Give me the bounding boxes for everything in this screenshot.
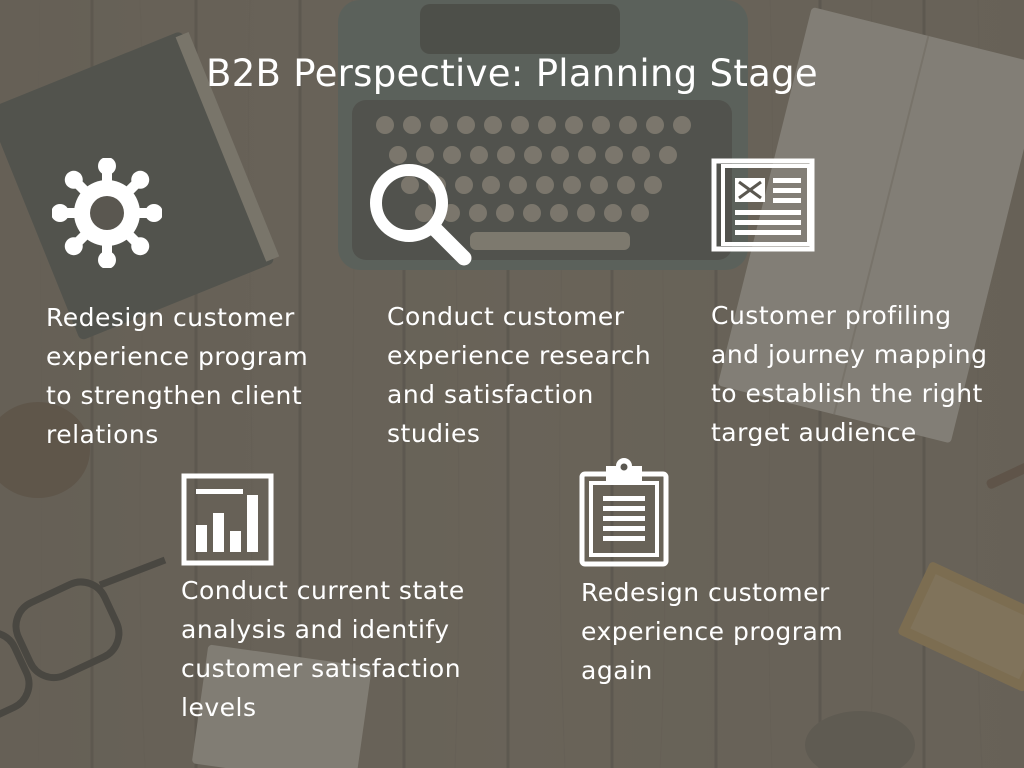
- magnifier-icon: [364, 158, 476, 270]
- gear-icon: [52, 158, 162, 268]
- text-line: Redesign customer: [581, 578, 830, 607]
- text-line: Conduct current state: [181, 576, 465, 605]
- text-line: and journey mapping: [711, 340, 988, 369]
- text-line: analysis and identify: [181, 615, 450, 644]
- newspaper-icon: [711, 158, 815, 252]
- text-line: experience program: [46, 342, 309, 371]
- item-redesign-program-text: Redesign customer experience program to …: [46, 298, 308, 454]
- item-redesign-again-text: Redesign customer experience program aga…: [581, 573, 843, 690]
- text-line: Conduct customer: [387, 302, 625, 331]
- item-research-text: Conduct customer experience research and…: [387, 297, 651, 453]
- text-line: to strengthen client: [46, 381, 303, 410]
- item-current-state-text: Conduct current state analysis and ident…: [181, 571, 465, 727]
- text-line: relations: [46, 420, 159, 449]
- text-line: Redesign customer: [46, 303, 295, 332]
- text-line: Customer profiling: [711, 301, 952, 330]
- text-line: experience research: [387, 341, 652, 370]
- clipboard-icon: [578, 458, 670, 568]
- text-line: again: [581, 656, 653, 685]
- text-line: customer satisfaction: [181, 654, 462, 683]
- item-profiling-text: Customer profiling and journey mapping t…: [711, 296, 987, 452]
- text-line: experience program: [581, 617, 844, 646]
- text-line: to establish the right: [711, 379, 983, 408]
- slide-title: B2B Perspective: Planning Stage: [206, 52, 818, 95]
- text-line: studies: [387, 419, 481, 448]
- text-line: target audience: [711, 418, 917, 447]
- bar-chart-icon: [181, 473, 274, 566]
- text-line: levels: [181, 693, 257, 722]
- text-line: and satisfaction: [387, 380, 594, 409]
